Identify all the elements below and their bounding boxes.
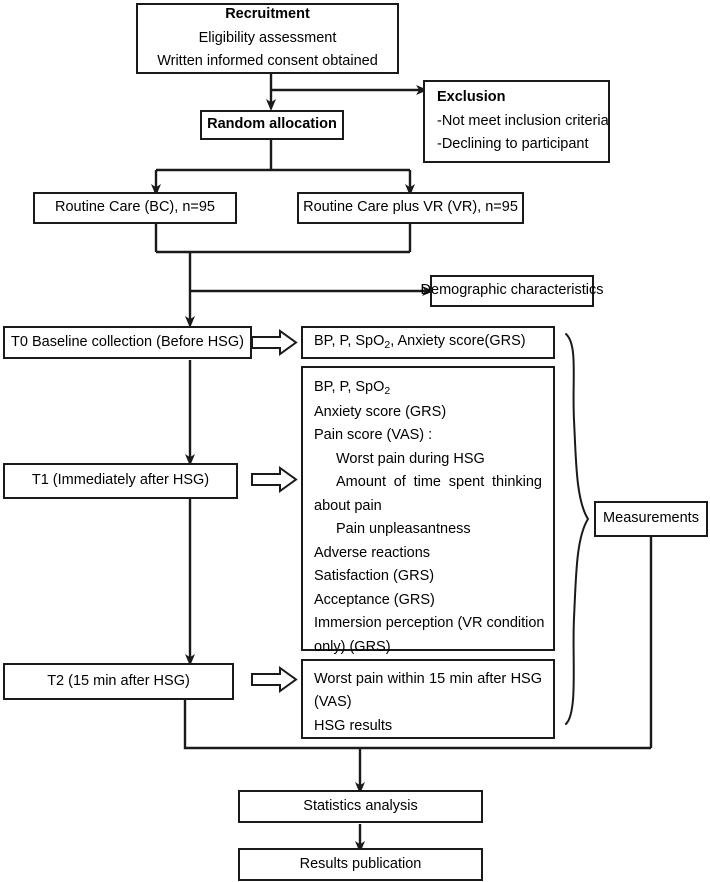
recruitment-line-2: Written informed consent obtained bbox=[157, 53, 378, 70]
measurements-brace bbox=[565, 333, 590, 725]
t2-measures-line-3: HSG results bbox=[314, 717, 393, 734]
node-t1-measures: BP, P, SpO2 Anxiety score (GRS) Pain sco… bbox=[301, 366, 555, 655]
block-arrow-t0 bbox=[251, 329, 298, 356]
t1-measures-line-4: Worst pain during HSG bbox=[336, 450, 485, 467]
recruitment-line-1: Eligibility assessment bbox=[198, 29, 337, 46]
node-recruitment: Recruitment Eligibility assessment Writt… bbox=[136, 3, 399, 74]
node-routine-care-vr: Routine Care plus VR (VR), n=95 bbox=[297, 192, 524, 224]
t0-label: T0 Baseline collection (Before HSG) bbox=[11, 333, 244, 350]
node-exclusion: Exclusion -Not meet inclusion criteria -… bbox=[423, 80, 610, 163]
node-t0-measures: BP, P, SpO2, Anxiety score(GRS) bbox=[301, 326, 555, 359]
t1-measures-line-8: Adverse reactions bbox=[314, 544, 431, 561]
t1-measures-line-10: Acceptance (GRS) bbox=[314, 591, 435, 608]
statistics-label: Statistics analysis bbox=[303, 797, 418, 814]
exclusion-line-2: -Declining to participant bbox=[437, 136, 589, 153]
block-arrow-t2 bbox=[251, 666, 298, 693]
node-demographics: Demographic characteristics bbox=[421, 275, 603, 307]
t1-measures-line-2: Anxiety score (GRS) bbox=[314, 403, 447, 420]
measurements-label: Measurements bbox=[603, 510, 699, 527]
node-routine-care: Routine Care (BC), n=95 bbox=[33, 192, 237, 224]
t1-measures-line-9: Satisfaction (GRS) bbox=[314, 568, 435, 585]
t1-measures-line-12: only) (GRS) bbox=[314, 638, 391, 655]
random-allocation-label: Random allocation bbox=[207, 116, 337, 133]
exclusion-heading: Exclusion bbox=[437, 89, 506, 106]
t1-measures-line-6: about pain bbox=[314, 497, 382, 514]
block-arrow-t1 bbox=[251, 466, 298, 493]
node-t1: T1 (Immediately after HSG) bbox=[3, 463, 238, 499]
node-t2: T2 (15 min after HSG) bbox=[3, 663, 234, 700]
t1-measures-line-7: Pain unpleasantness bbox=[336, 521, 471, 538]
exclusion-line-1: -Not meet inclusion criteria bbox=[437, 112, 609, 129]
routine-care-vr-label: Routine Care plus VR (VR), n=95 bbox=[303, 199, 518, 216]
t1-measures-line-1: BP, P, SpO2 bbox=[314, 379, 391, 397]
t1-measures-line-5: Amount of time spent thinking bbox=[336, 474, 542, 491]
t2-measures-line-2: (VAS) bbox=[314, 694, 352, 711]
t1-measures-line-3: Pain score (VAS) : bbox=[314, 427, 433, 444]
node-statistics: Statistics analysis bbox=[238, 790, 483, 823]
results-label: Results publication bbox=[299, 855, 422, 872]
node-results: Results publication bbox=[238, 848, 483, 881]
routine-care-label: Routine Care (BC), n=95 bbox=[55, 199, 215, 216]
t1-label: T1 (Immediately after HSG) bbox=[31, 472, 210, 489]
node-t2-measures: Worst pain within 15 min after HSG (VAS)… bbox=[301, 659, 555, 739]
node-random-allocation: Random allocation bbox=[200, 110, 344, 140]
edge-arms-merge bbox=[154, 224, 412, 254]
t1-measures-line-11: Immersion perception (VR condition bbox=[314, 615, 545, 632]
demographics-label: Demographic characteristics bbox=[420, 282, 604, 299]
t0-measures-line-1: BP, P, SpO2, Anxiety score(GRS) bbox=[314, 333, 526, 352]
t2-label: T2 (15 min after HSG) bbox=[47, 672, 190, 689]
edge-allocation-split bbox=[156, 139, 410, 172]
node-measurements: Measurements bbox=[594, 501, 708, 537]
t2-measures-line-1: Worst pain within 15 min after HSG bbox=[314, 671, 542, 687]
node-t0: T0 Baseline collection (Before HSG) bbox=[3, 326, 252, 359]
recruitment-heading: Recruitment bbox=[225, 6, 310, 23]
